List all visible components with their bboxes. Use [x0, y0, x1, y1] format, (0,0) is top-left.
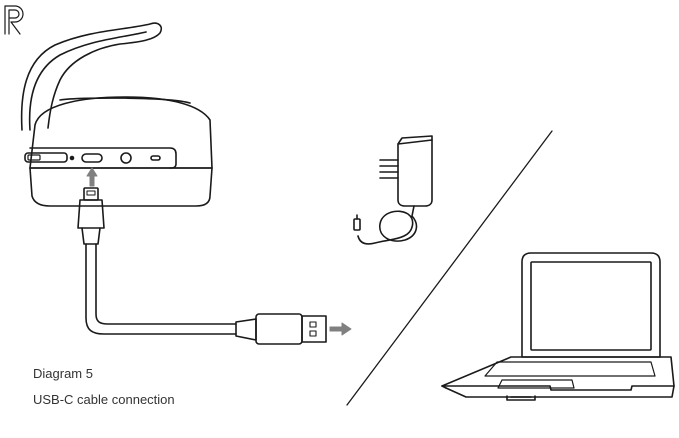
- caption-title: Diagram 5: [33, 366, 93, 381]
- arrow-right-icon: [329, 322, 352, 336]
- laptop-illustration: [441, 252, 675, 401]
- caption-subtitle: USB-C cable connection: [33, 392, 175, 407]
- right-side-marker-icon: [4, 5, 24, 35]
- power-adapter-illustration: [353, 135, 433, 245]
- usb-c-cable-illustration: [77, 187, 327, 345]
- divider-line: [346, 130, 553, 406]
- headset-illustration: [20, 22, 213, 207]
- arrow-up-icon: [86, 167, 98, 187]
